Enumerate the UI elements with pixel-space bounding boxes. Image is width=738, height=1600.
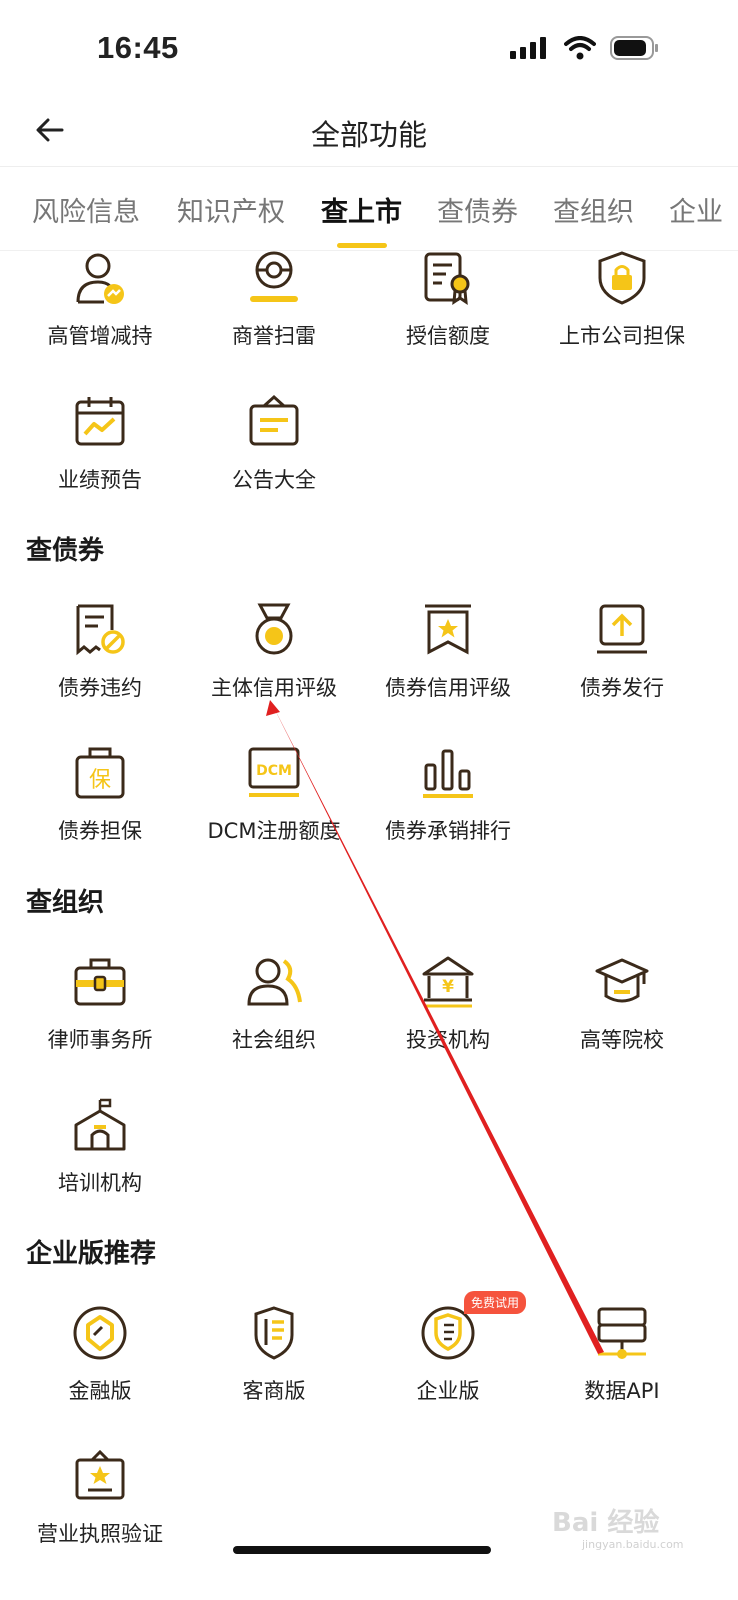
- feature-bond-default[interactable]: 债券违约: [10, 600, 190, 710]
- license-frame-icon: [75, 1449, 125, 1500]
- executive-icon: [76, 253, 124, 304]
- tab-listed-company[interactable]: 查上市: [321, 197, 402, 228]
- page-title: 全部功能: [310, 118, 427, 152]
- active-tab-indicator: [337, 243, 387, 248]
- feature-entity-credit-rating[interactable]: 主体信用评级: [184, 600, 364, 710]
- calendar-chart-icon: [75, 397, 125, 446]
- briefcase-icon: [74, 958, 126, 1006]
- free-trial-badge: 免费试用: [464, 1291, 527, 1314]
- feature-label: 业绩预告: [58, 468, 142, 492]
- feature-label: 主体信用评级: [211, 676, 337, 700]
- star-bookmark-icon: [425, 604, 471, 655]
- feature-announcements[interactable]: 公告大全: [184, 392, 364, 502]
- feature-label: 客商版: [242, 1379, 306, 1403]
- feature-label: 律师事务所: [47, 1028, 153, 1052]
- baidu-watermark-url: jingyan.baidu.com: [582, 1538, 684, 1551]
- feature-label: 上市公司担保: [559, 324, 685, 348]
- baidu-watermark: Bai 经验: [552, 1508, 660, 1538]
- graduation-cap-icon: [595, 958, 649, 1003]
- section-title-enterprise: 企业版推荐: [26, 1239, 157, 1269]
- section-title-bonds: 查债券: [26, 536, 105, 566]
- feature-investment-institution[interactable]: ¥ 投资机构: [358, 952, 538, 1062]
- feature-goodwill-scan[interactable]: 商誉扫雷: [184, 248, 364, 358]
- credit-certificate-icon: [424, 252, 470, 305]
- feature-earnings-forecast[interactable]: 业绩预告: [10, 392, 190, 502]
- feature-label: 债券发行: [580, 676, 664, 700]
- tab-intellectual-property[interactable]: 知识产权: [177, 197, 285, 228]
- feature-training-institution[interactable]: 培训机构: [10, 1095, 190, 1205]
- bond-default-icon: [76, 604, 125, 656]
- feature-label: 债券担保: [58, 819, 142, 843]
- feature-label: 公告大全: [232, 468, 316, 492]
- nav-bar: 全部功能: [0, 96, 738, 167]
- feature-license-verification[interactable]: 营业执照验证: [10, 1446, 190, 1556]
- feature-bond-issuance[interactable]: 债券发行: [532, 600, 712, 710]
- feature-bond-guarantee[interactable]: 保 债券担保: [10, 743, 190, 853]
- bar-chart-icon: [423, 749, 473, 798]
- tab-bonds[interactable]: 查债券: [437, 197, 518, 228]
- guarantee-bag-icon: 保: [75, 747, 125, 799]
- feature-law-firm[interactable]: 律师事务所: [10, 952, 190, 1062]
- svg-text:¥: ¥: [442, 977, 454, 997]
- feature-label: 债券违约: [58, 676, 142, 700]
- status-time: 16:45: [97, 30, 179, 65]
- feature-label: 高等院校: [580, 1028, 664, 1052]
- feature-label: 企业版: [416, 1379, 480, 1403]
- feature-listed-guarantee[interactable]: 上市公司担保: [532, 248, 712, 358]
- dcm-monitor-icon: DCM: [248, 747, 300, 797]
- feature-label: 营业执照验证: [37, 1522, 163, 1546]
- people-icon: [247, 958, 302, 1006]
- section-title-organizations: 查组织: [26, 888, 105, 918]
- tab-organizations[interactable]: 查组织: [553, 197, 634, 228]
- feature-credit-line[interactable]: 授信额度: [358, 248, 538, 358]
- battery-icon: [610, 36, 658, 60]
- feature-label: 商誉扫雷: [232, 324, 316, 348]
- cellular-signal-icon: [510, 37, 546, 59]
- feature-data-api[interactable]: 数据API: [532, 1303, 712, 1413]
- feature-university[interactable]: 高等院校: [532, 952, 712, 1062]
- feature-label: 债券承销排行: [385, 819, 511, 843]
- feature-finance-edition[interactable]: 金融版: [10, 1303, 190, 1413]
- back-button[interactable]: [28, 108, 72, 152]
- feature-underwriting-ranking[interactable]: 债券承销排行: [358, 743, 538, 853]
- goodwill-mine-icon: [250, 251, 298, 302]
- feature-label: 高管增减持: [47, 324, 153, 348]
- feature-label: 债券信用评级: [385, 676, 511, 700]
- feature-bond-credit-rating[interactable]: 债券信用评级: [358, 600, 538, 710]
- tab-enterprise[interactable]: 企业: [669, 197, 723, 228]
- feature-label: 金融版: [68, 1379, 132, 1403]
- feature-label: 社会组织: [232, 1028, 316, 1052]
- feature-label: 投资机构: [406, 1028, 490, 1052]
- school-building-icon: [74, 1098, 126, 1151]
- medal-icon: [255, 603, 293, 655]
- shield-lock-icon: [598, 251, 646, 305]
- feature-label: 数据API: [584, 1379, 660, 1403]
- status-bar: 16:45: [0, 0, 738, 96]
- feature-label: 授信额度: [406, 324, 490, 348]
- feature-merchant-edition[interactable]: 客商版: [184, 1303, 364, 1413]
- feature-dcm-quota[interactable]: DCM DCM注册额度: [184, 743, 364, 853]
- feature-label: 培训机构: [58, 1171, 142, 1195]
- back-arrow-icon: [36, 118, 64, 142]
- tab-risk-info[interactable]: 风险信息: [32, 197, 140, 228]
- status-icons: [510, 36, 660, 60]
- bank-icon: ¥: [422, 956, 474, 1008]
- feature-label: DCM注册额度: [207, 819, 341, 843]
- svg-text:DCM: DCM: [256, 763, 292, 779]
- category-tabs: 风险信息 知识产权 查上市 查债券 查组织 企业: [0, 166, 738, 251]
- feature-social-organization[interactable]: 社会组织: [184, 952, 364, 1062]
- server-api-icon: [597, 1307, 647, 1359]
- svg-text:保: 保: [89, 768, 111, 793]
- merchant-shield-icon: [254, 1306, 294, 1360]
- feature-enterprise-edition[interactable]: 免费试用 企业版: [358, 1291, 538, 1413]
- upload-icon: [597, 604, 647, 654]
- announcement-board-icon: [249, 394, 299, 446]
- feature-executive-holdings[interactable]: 高管增减持: [10, 248, 190, 358]
- finance-emblem-icon: [73, 1306, 127, 1360]
- home-indicator[interactable]: [233, 1546, 491, 1554]
- wifi-icon: [564, 36, 596, 60]
